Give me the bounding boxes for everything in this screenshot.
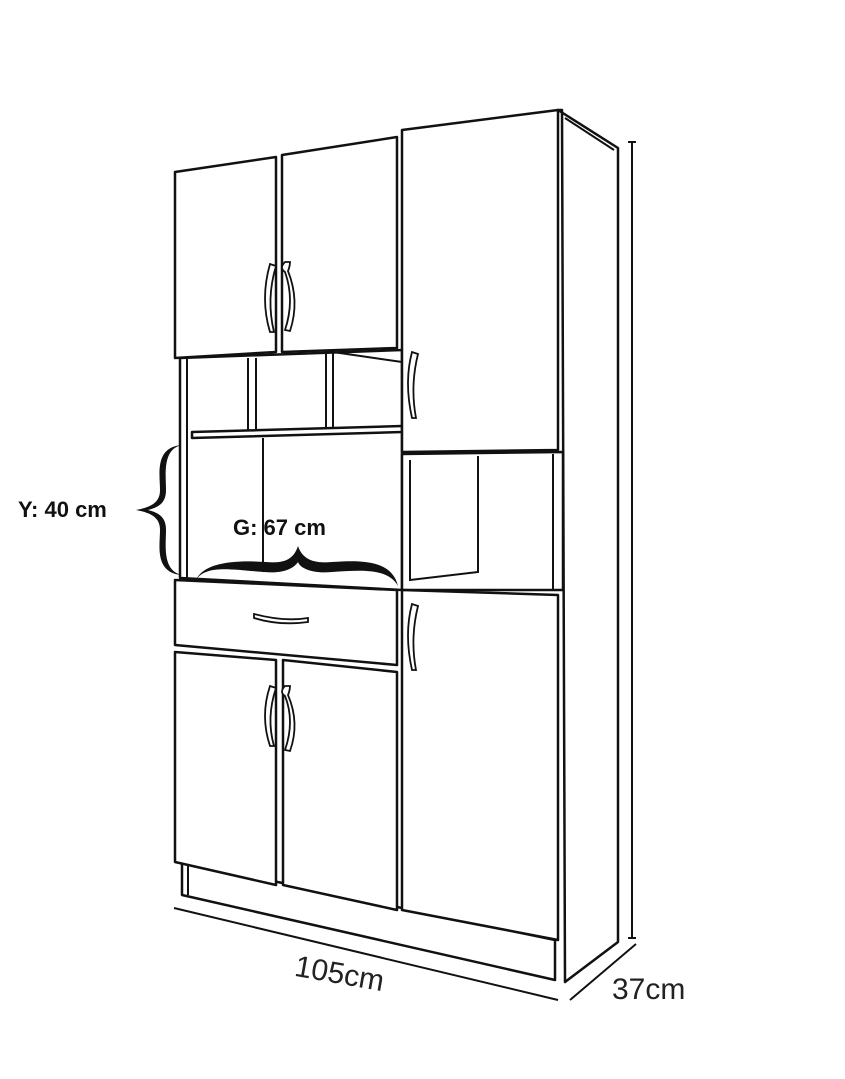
side-panel — [556, 108, 620, 984]
height-brace — [136, 445, 182, 575]
right-niche — [400, 450, 565, 592]
inner-width-label: G: 67 cm — [233, 515, 326, 540]
width-brace — [196, 546, 398, 586]
open-compartment — [178, 348, 404, 592]
upper-left-door — [173, 155, 278, 360]
lower-right-door — [400, 588, 560, 942]
niche-inner — [409, 456, 479, 582]
inner-edge — [332, 351, 403, 363]
upper-middle-door — [280, 135, 399, 354]
lower-left-door — [173, 650, 278, 887]
top-edge — [564, 117, 615, 151]
upper-right-tall-door — [400, 108, 560, 454]
handle-icon — [253, 261, 420, 753]
inner-height-label: Y: 40 cm — [18, 497, 107, 522]
lower-middle-door — [281, 658, 399, 912]
dimension-lines — [173, 141, 637, 1001]
depth-label: 37cm — [612, 973, 686, 1006]
